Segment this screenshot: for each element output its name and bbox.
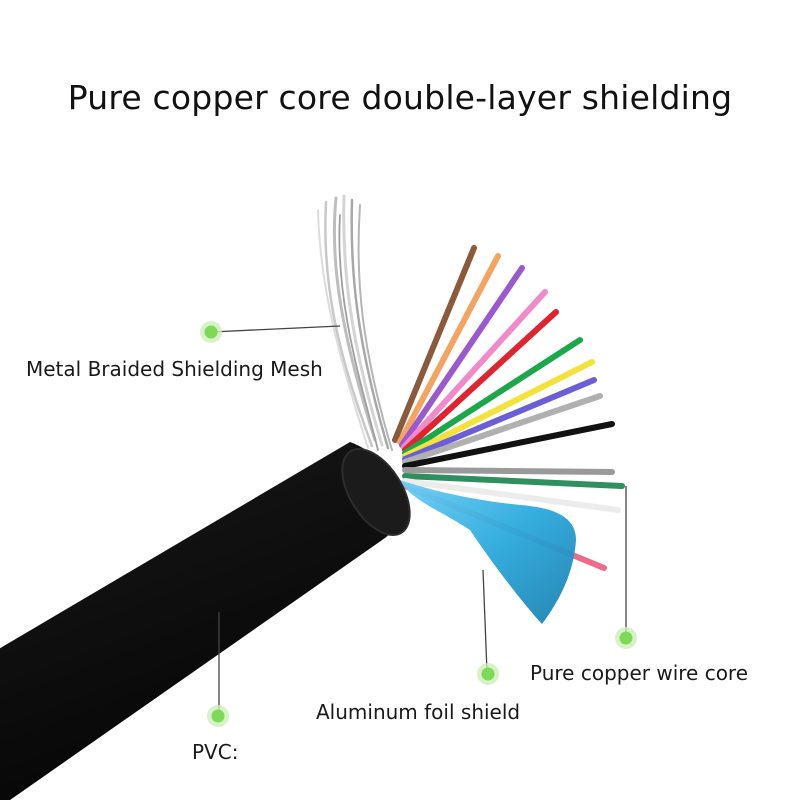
label-copper-core: Pure copper wire core — [530, 661, 749, 685]
label-aluminum-foil: Aluminum foil shield — [316, 700, 521, 724]
callout-lines — [210, 325, 627, 715]
page-title: Pure copper core double-layer shielding — [67, 78, 733, 117]
copper-wires — [392, 245, 625, 571]
aluminum-foil — [400, 480, 576, 624]
braided-mesh — [317, 194, 393, 451]
label-pvc: PVC: — [192, 740, 239, 764]
label-braided-mesh: Metal Braided Shielding Mesh — [26, 357, 323, 381]
pvc-jacket — [0, 442, 411, 800]
callout-dots — [200, 321, 637, 727]
